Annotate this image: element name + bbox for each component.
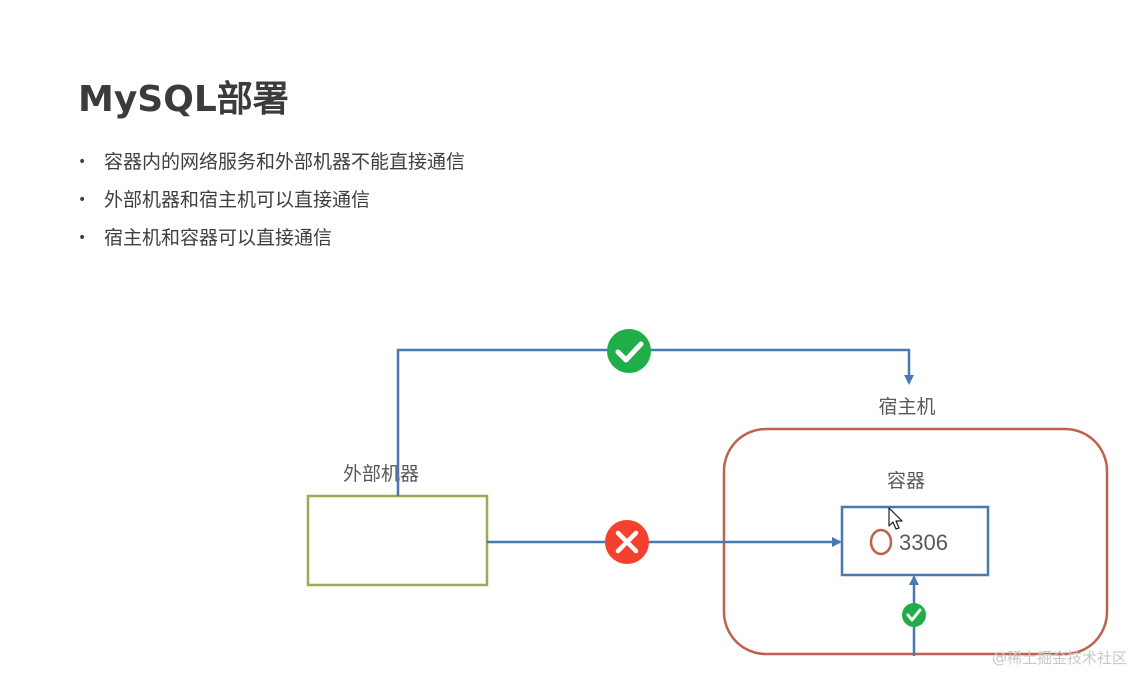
success-check-icon [902, 603, 926, 627]
success-check-icon [607, 329, 651, 373]
bullet-item: • 宿主机和容器可以直接通信 [78, 221, 465, 259]
slide-title: MySQL部署 [78, 79, 289, 120]
bullet-text: 宿主机和容器可以直接通信 [104, 227, 333, 249]
bullet-text: 容器内的网络服务和外部机器不能直接通信 [104, 151, 466, 173]
bullet-list: • 容器内的网络服务和外部机器不能直接通信 • 外部机器和宿主机可以直接通信 •… [78, 145, 465, 259]
container-label: 容器 [887, 470, 925, 492]
host-machine-label: 宿主机 [878, 396, 935, 418]
bullet-item: • 外部机器和宿主机可以直接通信 [78, 183, 465, 221]
port-label: 3306 [899, 530, 948, 555]
mouse-cursor-icon [888, 507, 903, 530]
bullet-item: • 容器内的网络服务和外部机器不能直接通信 [78, 145, 465, 183]
watermark: @稀土掘金技术社区 [991, 649, 1127, 667]
external-to-host-arrow [396, 348, 914, 496]
external-machine-label: 外部机器 [343, 463, 419, 485]
external-machine-box [306, 494, 489, 587]
failure-cross-icon [605, 520, 649, 564]
bullet-dot-icon: • [78, 230, 87, 246]
bullet-dot-icon: • [78, 192, 87, 208]
bullet-dot-icon: • [78, 154, 87, 170]
port-circle-icon [869, 528, 893, 556]
bullet-text: 外部机器和宿主机可以直接通信 [104, 189, 371, 211]
